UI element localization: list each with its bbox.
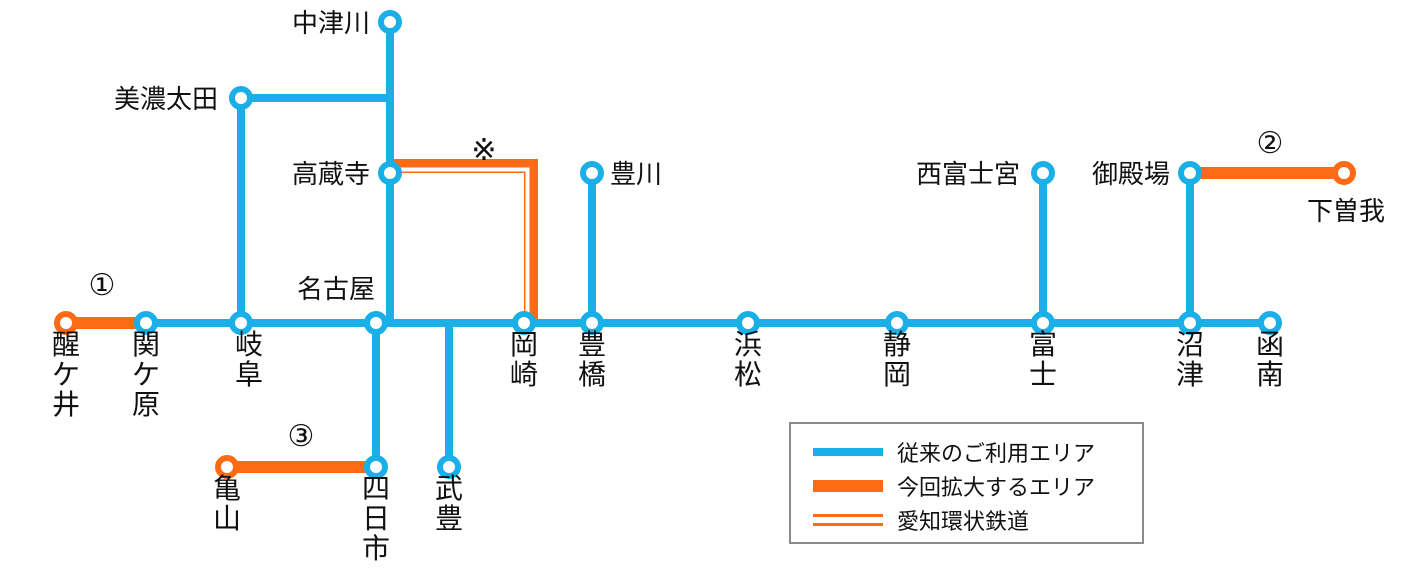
station-label-toyohashi: 豊橋 xyxy=(578,328,606,391)
station-label-samegai: 醒ケ井 xyxy=(52,328,80,421)
station-dot-toyokawa xyxy=(580,161,604,185)
station-dot-numazu xyxy=(1178,311,1202,335)
legend-swatch-expansion xyxy=(813,480,883,492)
station-dot-gotemba xyxy=(1178,161,1202,185)
station-dot-hamamatsu xyxy=(736,311,760,335)
station-dot-kameyama xyxy=(215,455,239,479)
note-marker: ※ xyxy=(471,133,496,168)
station-dot-kozoji xyxy=(378,161,402,185)
station-label-kozoji: 高蔵寺 xyxy=(292,160,370,190)
station-label-okazaki: 岡崎 xyxy=(510,328,538,391)
legend-swatch-existing xyxy=(813,448,883,456)
station-dot-taketoyo xyxy=(437,455,461,479)
legend-item-aichi-kanjo: 愛知環状鉄道 xyxy=(813,503,1029,537)
legend-item-expansion: 今回拡大するエリア xyxy=(813,469,1095,503)
station-label-numazu: 沼津 xyxy=(1176,328,1204,391)
station-dot-nishifujinomiya xyxy=(1031,161,1055,185)
station-dot-gifu xyxy=(229,311,253,335)
station-dot-yokkaichi xyxy=(364,455,388,479)
station-dot-fuji xyxy=(1031,311,1055,335)
station-label-toyokawa: 豊川 xyxy=(610,160,662,190)
existing-lines xyxy=(146,22,1270,467)
legend-label-aichi-kanjo: 愛知環状鉄道 xyxy=(897,510,1030,535)
station-label-nakatsugawa: 中津川 xyxy=(292,9,370,39)
station-dot-kannami xyxy=(1258,311,1282,335)
station-dot-toyohashi xyxy=(580,311,604,335)
station-dot-samegai xyxy=(54,311,78,335)
legend-label-expansion: 今回拡大するエリア xyxy=(897,476,1096,501)
area-marker-3: ③ xyxy=(288,419,315,454)
area-marker-2: ② xyxy=(1257,126,1284,161)
aichi-kanjo-line xyxy=(386,159,538,327)
station-dot-nagoya xyxy=(364,311,388,335)
station-label-shimosoga: 下曽我 xyxy=(1307,197,1385,227)
station-label-gifu: 岐阜 xyxy=(235,328,263,391)
station-dot-okazaki xyxy=(512,311,536,335)
station-dot-shizuoka xyxy=(885,311,909,335)
station-dot-minoota xyxy=(229,86,253,110)
station-label-hamamatsu: 浜松 xyxy=(734,328,762,391)
station-dot-shimosoga xyxy=(1332,161,1356,185)
station-label-nishifujinomiya: 西富士宮 xyxy=(916,160,1020,190)
station-label-nagoya: 名古屋 xyxy=(297,275,375,305)
station-label-yokkaichi: 四日市 xyxy=(362,472,390,565)
station-label-minoota: 美濃太田 xyxy=(114,85,218,115)
station-dot-nakatsugawa xyxy=(378,10,402,34)
station-label-kannami: 函南 xyxy=(1256,328,1284,391)
station-label-taketoyo: 武豊 xyxy=(435,472,463,535)
station-label-sekigahara: 関ケ原 xyxy=(132,328,160,421)
station-label-shizuoka: 静岡 xyxy=(883,328,911,391)
legend-swatch-aichi-kanjo xyxy=(813,514,883,526)
area-marker-1: ① xyxy=(89,268,116,303)
legend-item-existing: 従来のご利用エリア xyxy=(813,435,1095,469)
station-dot-sekigahara xyxy=(134,311,158,335)
station-label-kameyama: 亀山 xyxy=(213,472,241,535)
station-label-gotemba: 御殿場 xyxy=(1092,160,1170,190)
station-label-fuji: 富士 xyxy=(1029,328,1057,391)
legend-label-existing: 従来のご利用エリア xyxy=(897,442,1096,467)
legend: 従来のご利用エリア 今回拡大するエリア 愛知環状鉄道 xyxy=(789,422,1144,544)
